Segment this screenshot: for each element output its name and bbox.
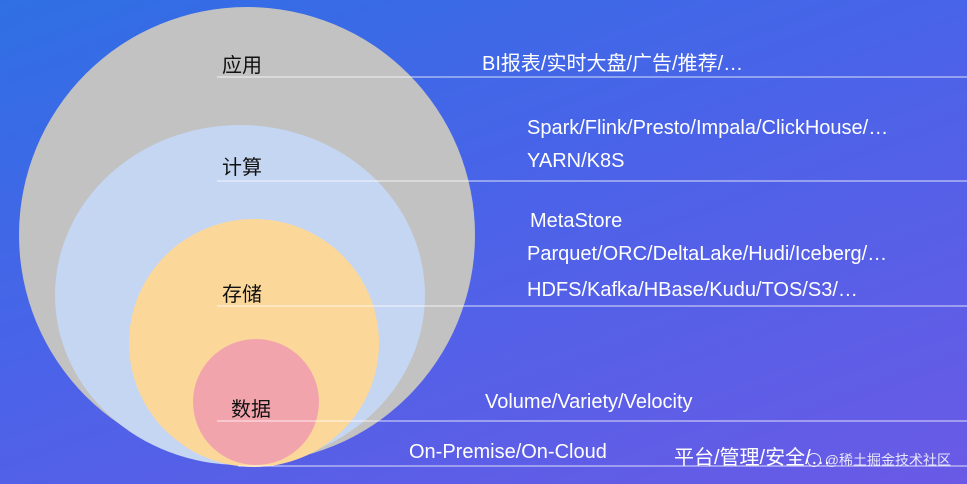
layer-label-storage: 存储 xyxy=(222,284,262,306)
footer-deployment: On-Premise/On-Cloud xyxy=(409,441,607,463)
watermark: @稀土掘金技术社区 xyxy=(806,450,951,470)
circle-data xyxy=(193,339,319,465)
footer-platform: 平台/管理/安全/… xyxy=(674,447,831,469)
watermark-logo-icon xyxy=(806,453,821,467)
layer-desc-application: BI报表/实时大盘/广告/推荐/… xyxy=(482,53,744,75)
layer-desc-storage-systems: HDFS/Kafka/HBase/Kudu/TOS/S3/… xyxy=(527,279,858,301)
layer-desc-storage-formats: Parquet/ORC/DeltaLake/Hudi/Iceberg/… xyxy=(527,243,888,265)
layer-label-application: 应用 xyxy=(222,55,262,77)
watermark-text: @稀土掘金技术社区 xyxy=(824,452,951,468)
layer-desc-data: Volume/Variety/Velocity xyxy=(485,391,693,413)
layer-desc-compute-engines: Spark/Flink/Presto/Impala/ClickHouse/… xyxy=(527,117,889,139)
layer-label-compute: 计算 xyxy=(222,157,262,179)
layer-desc-compute-scheduling: YARN/K8S xyxy=(527,150,625,172)
layer-desc-storage-meta: MetaStore xyxy=(530,210,623,232)
layer-label-data: 数据 xyxy=(231,399,271,421)
